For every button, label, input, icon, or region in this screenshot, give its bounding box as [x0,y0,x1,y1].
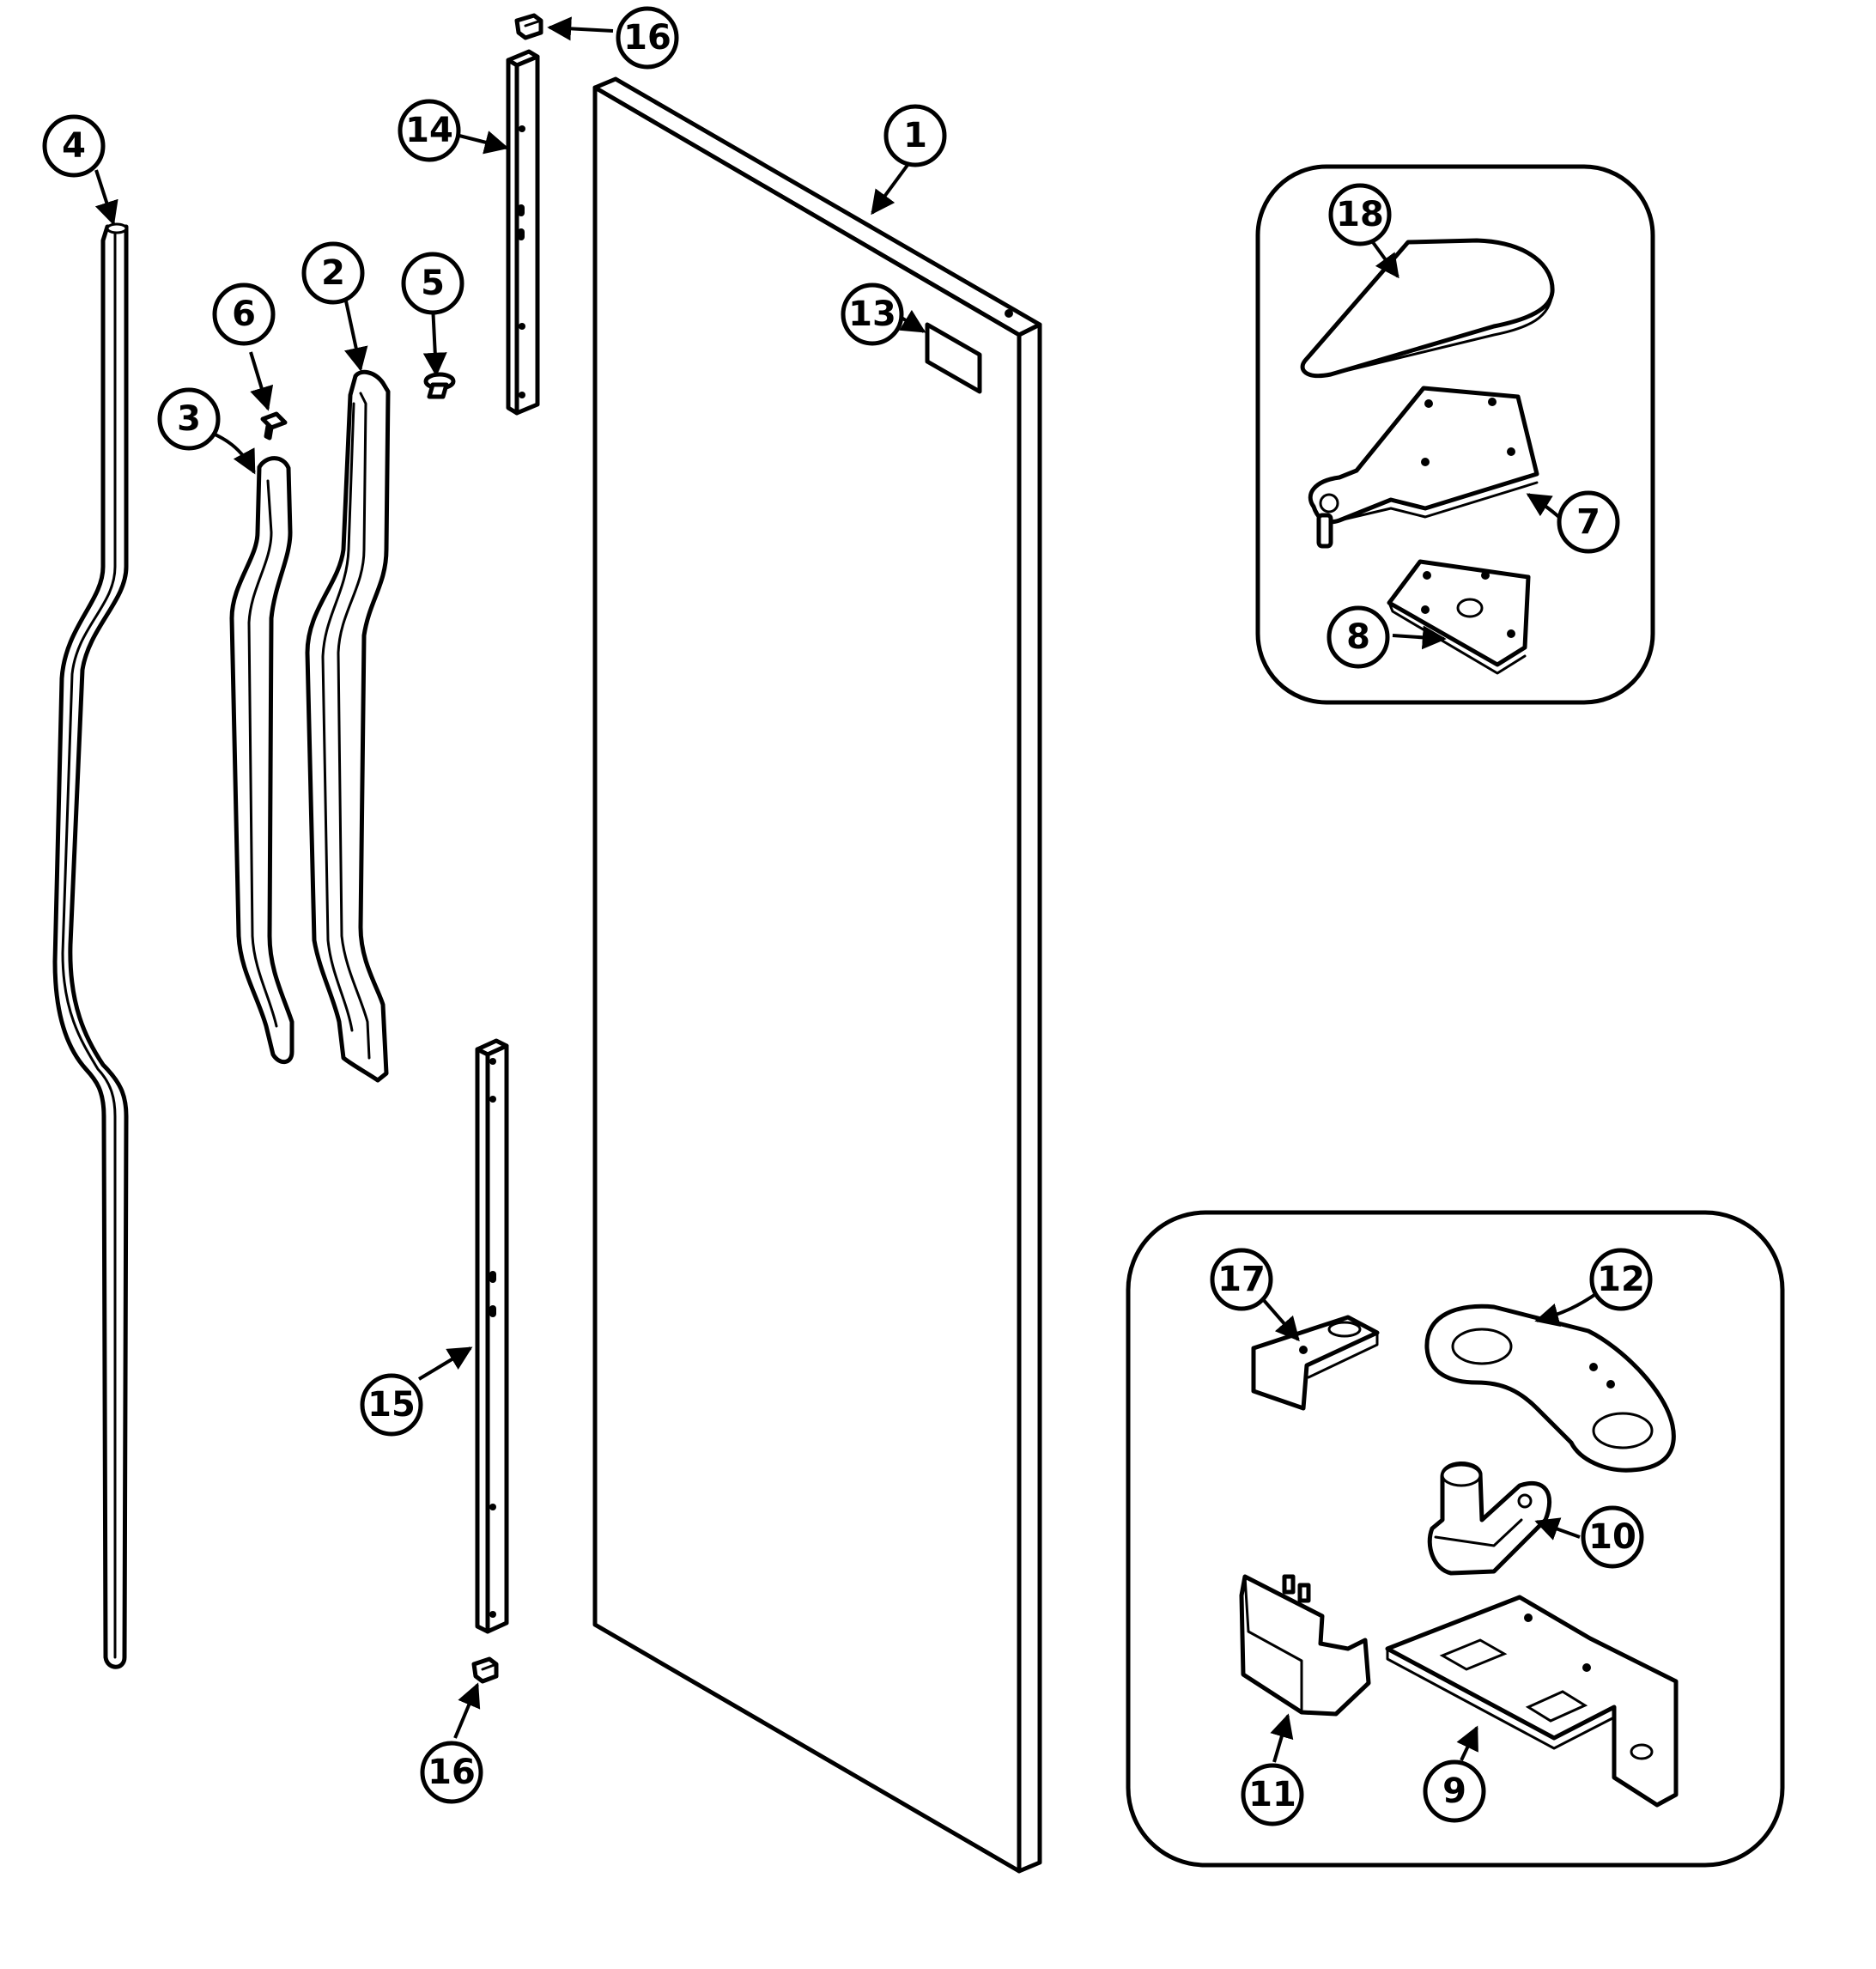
callout-label: 9 [1442,1771,1466,1811]
handle-insert [229,456,294,1065]
callout-9: 9 [1423,1759,1486,1823]
callout-7: 7 [1557,490,1620,554]
callout-10: 10 [1581,1505,1644,1569]
bottom-hinge-bracket [1385,1595,1679,1808]
top-hinge [1308,386,1539,549]
screw [423,372,456,399]
callout-label: 15 [367,1385,416,1425]
handle-base-trim [305,369,391,1083]
callout-15: 15 [360,1373,423,1437]
hinge-pin [1427,1462,1551,1576]
callout-label: 16 [623,18,671,58]
callout-12: 12 [1589,1248,1653,1311]
callout-11: 11 [1241,1763,1304,1826]
bottom-hinge-inset [1126,1210,1785,1868]
callout-label: 7 [1576,502,1600,542]
long-handle [52,222,129,1669]
lower-trim-strip [475,1038,509,1634]
bottom-hinge-cover [1239,1574,1371,1717]
callout-label: 8 [1346,617,1370,657]
callout-18: 18 [1328,183,1392,246]
callout-17: 17 [1210,1248,1273,1311]
callout-14: 14 [398,99,461,162]
trim-end-cap-bottom [471,1656,499,1684]
callout-label: 18 [1336,195,1384,234]
callout-16-top: 16 [616,6,679,70]
upper-trim-strip [506,49,540,416]
callout-label: 4 [62,126,86,166]
callout-label: 3 [177,399,201,439]
hinge-shim [1387,559,1531,675]
callout-16-bottom: 16 [420,1741,483,1804]
callout-label: 17 [1217,1260,1266,1299]
door-label [925,322,982,394]
hinge-bushing-plate [1424,1304,1676,1473]
callout-label: 2 [321,253,345,293]
callout-5: 5 [401,252,464,315]
callout-label: 11 [1248,1775,1296,1814]
small-screw [260,411,288,441]
callout-label: 13 [848,295,896,334]
callout-label: 1 [903,116,927,155]
callout-1: 1 [883,104,947,167]
trim-end-cap-top [514,13,543,40]
top-hinge-inset [1255,164,1655,705]
callout-3: 3 [157,387,221,451]
hinge-cover [1300,238,1555,378]
callout-13: 13 [841,283,904,346]
callout-label: 5 [421,264,445,303]
callout-8: 8 [1327,605,1390,669]
callout-label: 12 [1597,1260,1645,1299]
door-panel [592,76,1042,1874]
callout-2: 2 [301,241,365,305]
callout-6: 6 [212,283,276,346]
callout-label: 16 [428,1753,476,1792]
callout-label: 14 [405,111,453,150]
callout-4: 4 [42,114,106,178]
callout-label: 10 [1588,1517,1636,1557]
callout-label: 6 [232,295,256,334]
